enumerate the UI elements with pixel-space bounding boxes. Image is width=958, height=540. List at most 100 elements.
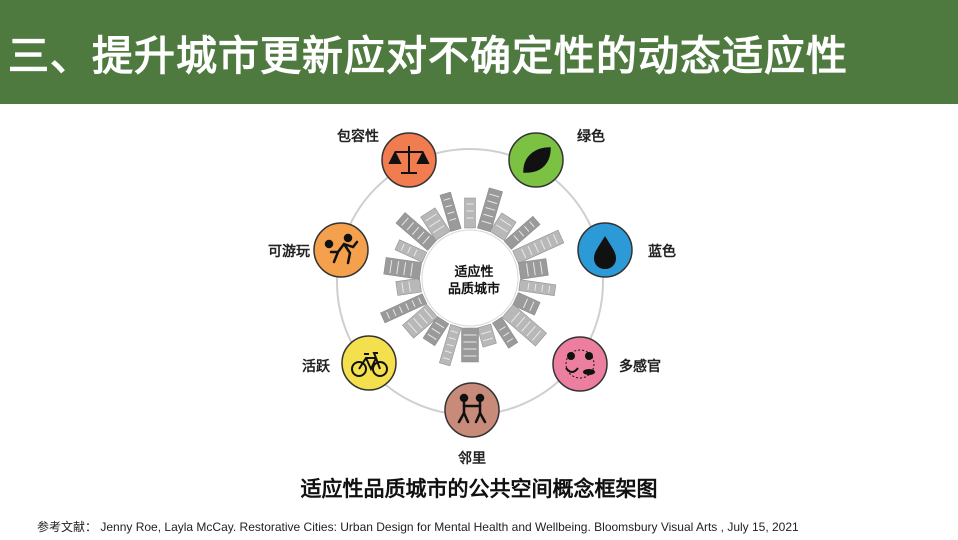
skyline-window xyxy=(541,284,544,292)
skyline-building xyxy=(464,197,476,229)
center-label-line2: 品质城市 xyxy=(448,281,500,297)
skyline-window xyxy=(518,230,525,237)
node-circle xyxy=(444,382,500,438)
skyline-building xyxy=(492,316,519,349)
skyline-building xyxy=(517,258,549,280)
skyline-window xyxy=(534,283,537,291)
skyline-window xyxy=(522,298,529,309)
skyline-window xyxy=(400,243,405,251)
skyline-window xyxy=(527,245,533,256)
skyline-window xyxy=(411,226,420,235)
node-label: 包容性 xyxy=(337,128,379,145)
skyline-building xyxy=(380,293,428,324)
center-label-line1: 适应性 xyxy=(454,264,493,280)
node-green: 绿色 xyxy=(508,128,605,188)
skyline-window xyxy=(531,330,542,341)
skyline-window xyxy=(503,332,510,337)
skyline-window xyxy=(540,240,546,250)
skyline-window xyxy=(499,326,506,331)
skyline-window xyxy=(546,237,552,247)
skyline-window xyxy=(411,300,416,308)
skyline-window xyxy=(529,221,535,228)
skyline-window xyxy=(533,242,539,253)
skyline-window xyxy=(407,246,411,254)
skyline-window xyxy=(443,197,451,201)
skyline-window xyxy=(405,303,410,311)
node-label: 绿色 xyxy=(577,128,605,145)
skyline-window xyxy=(410,263,414,277)
skyline-building xyxy=(439,191,462,232)
skyline-window xyxy=(442,357,450,361)
skyline-building xyxy=(477,187,503,233)
skyline-window xyxy=(444,350,452,354)
skyline-window xyxy=(552,234,559,244)
skyline-window xyxy=(521,321,531,332)
node-multisensory: 多感官 xyxy=(552,336,661,392)
senses-icon xyxy=(565,349,595,379)
skyline-window xyxy=(526,325,536,337)
skyline-window xyxy=(418,313,428,324)
skyline-building xyxy=(402,303,439,339)
skyline-window xyxy=(483,213,494,218)
skyline-window xyxy=(516,316,526,328)
skyline-window xyxy=(481,330,491,335)
skyline-window xyxy=(450,330,458,334)
skyline-window xyxy=(386,311,391,319)
skyline-building xyxy=(420,207,451,241)
skyline-building xyxy=(477,323,497,348)
skyline-window xyxy=(425,213,437,222)
title-bar: 三、提升城市更新应对不确定性的动态适应性 xyxy=(0,0,958,104)
reference-text: Jenny Roe, Layla McCay. Restorative Citi… xyxy=(100,520,799,534)
skyline-window xyxy=(532,262,536,276)
skyline-building xyxy=(383,257,423,280)
reference: 参考文献： Jenny Roe, Layla McCay. Restorativ… xyxy=(37,518,799,535)
skyline-building xyxy=(512,229,565,264)
skyline-window xyxy=(513,235,519,242)
leaf-icon xyxy=(523,147,551,173)
skyline-window xyxy=(431,327,441,335)
skyline-window xyxy=(406,222,414,231)
node-active: 活跃 xyxy=(302,335,397,391)
node-label: 活跃 xyxy=(302,358,331,375)
scales-icon xyxy=(388,146,430,174)
skyline-building xyxy=(395,212,438,251)
skyline-window xyxy=(396,261,400,275)
skyline-window xyxy=(429,219,441,228)
figure-caption: 适应性品质城市的公共空间概念框架图 xyxy=(300,477,658,501)
skyline-building xyxy=(489,212,517,241)
skyline-building xyxy=(512,292,541,316)
skyline-window xyxy=(499,218,512,227)
skyline-window xyxy=(524,225,530,232)
playing-person-icon xyxy=(324,233,359,265)
node-label: 可游玩 xyxy=(268,243,310,260)
skyline-window xyxy=(417,231,425,240)
skyline-window xyxy=(422,235,430,245)
node-label: 邻里 xyxy=(458,450,486,467)
skyline-window xyxy=(389,260,393,274)
node-blue: 蓝色 xyxy=(577,222,676,278)
reference-prefix: 参考文献： xyxy=(37,520,98,534)
skyline-window xyxy=(408,281,411,292)
skyline-window xyxy=(398,306,403,313)
skyline-window xyxy=(506,337,514,343)
slide-title: 三、提升城市更新应对不确定性的动态适应性 xyxy=(8,32,848,80)
skyline-window xyxy=(527,282,530,290)
skyline-window xyxy=(413,317,423,329)
skyline-window xyxy=(529,301,535,312)
skyline-window xyxy=(449,218,457,221)
skyline-window xyxy=(548,285,551,293)
node-label: 多感官 xyxy=(619,358,661,375)
skyline-window xyxy=(401,282,404,293)
skyline-window xyxy=(392,309,397,316)
skyline-window xyxy=(418,297,422,305)
skyline-window xyxy=(521,248,527,259)
skyline-window xyxy=(483,337,493,342)
skyline-window xyxy=(403,262,407,276)
node-neighbourhood: 邻里 xyxy=(444,382,500,467)
framework-diagram: 适应性 品质城市 包容性 绿色 蓝色 多感官 xyxy=(268,128,676,467)
walking-people-icon xyxy=(457,393,487,424)
skyline-window xyxy=(401,217,409,226)
skyline-window xyxy=(427,333,437,341)
skyline-window xyxy=(539,261,543,275)
skyline-window xyxy=(423,308,434,320)
